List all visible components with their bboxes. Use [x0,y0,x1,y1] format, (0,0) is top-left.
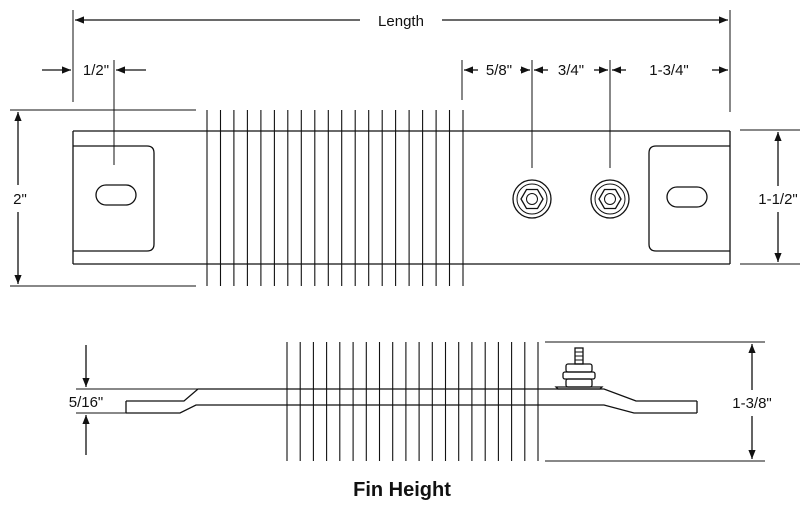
fin-height-dimension: 1-3/8" [545,341,772,462]
right-mounting-tab [648,145,730,252]
terminal-gap3-label: 1-3/4" [649,62,689,79]
terminal-gap1-label: 5/8" [486,62,512,79]
diagram-caption: Fin Height [353,479,451,501]
terminal-nut-2 [590,179,630,219]
overall-height-label: 2" [13,191,27,208]
thickness-label: 5/16" [69,394,104,411]
left-mounting-slot [95,184,137,206]
left-mounting-tab [73,145,155,252]
heater-sheath-side [125,388,698,414]
terminal-stud-side [554,347,604,390]
fin-height-dim-label: 1-3/8" [732,395,772,412]
body-height-label: 1-1/2" [758,191,798,208]
top-view: Length 1/2" 5/8" 3/4" 1-3/4" [10,10,800,287]
left-offset-dimension: 1/2" [42,60,146,165]
heater-sheath-top [72,130,731,265]
right-mounting-slot [666,186,708,208]
length-label: Length [378,13,424,30]
overall-height-dimension: 2" [10,109,196,287]
terminal-gap2-label: 3/4" [558,62,584,79]
thickness-dimension: 5/16" [69,345,260,455]
side-view-fins [286,342,539,461]
terminal-dimensions: 5/8" 3/4" 1-3/4" [461,60,728,168]
left-offset-label: 1/2" [83,62,109,79]
terminal-nut-1 [512,179,552,219]
top-view-fins [206,110,464,286]
length-dimension: Length [72,10,731,112]
body-height-dimension: 1-1/2" [740,129,800,265]
side-view: 5/16" 1-3/8" [69,341,772,462]
